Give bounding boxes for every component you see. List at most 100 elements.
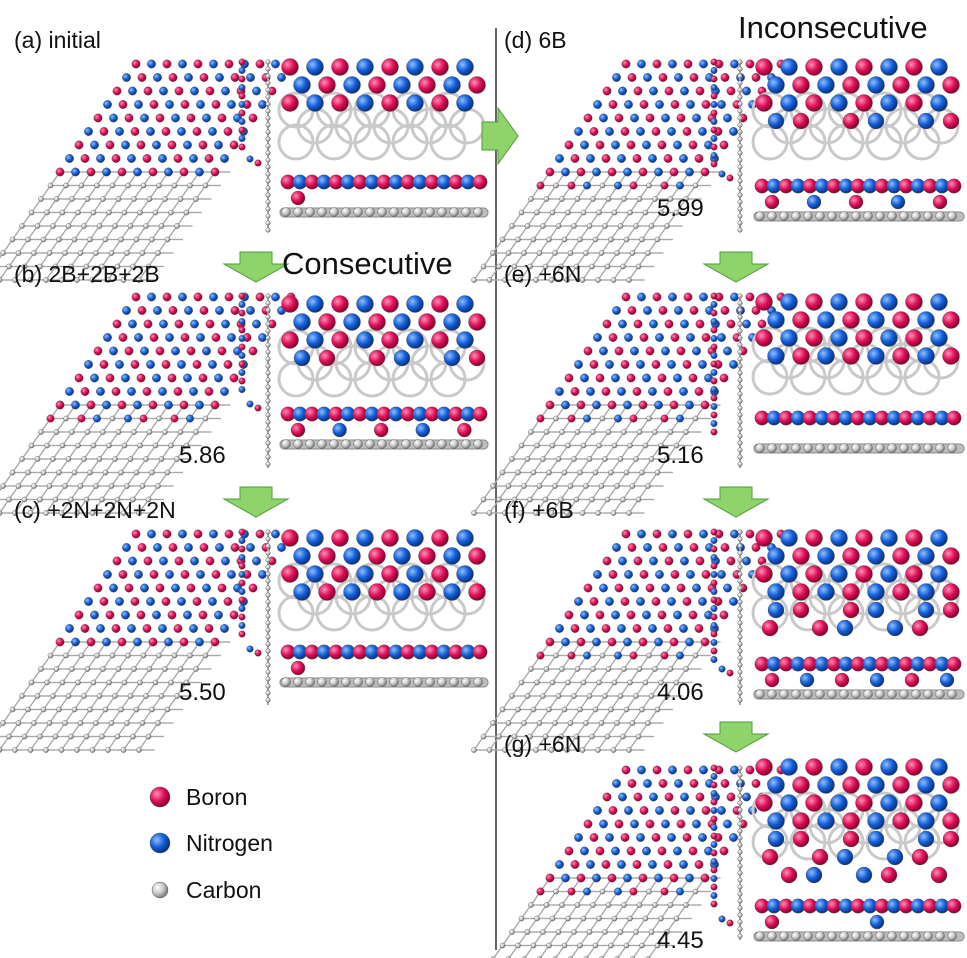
atom	[265, 377, 271, 383]
atom	[536, 651, 545, 660]
atom	[120, 747, 127, 753]
atom	[509, 223, 515, 229]
atom	[580, 679, 587, 686]
atom	[165, 570, 174, 579]
atom	[174, 693, 180, 699]
atom	[100, 429, 106, 435]
atom	[425, 677, 435, 687]
atom	[38, 666, 44, 672]
atom	[905, 94, 923, 112]
atom	[87, 236, 93, 243]
atom	[543, 429, 550, 435]
atom	[815, 211, 825, 221]
atom	[377, 439, 387, 449]
atom	[37, 496, 43, 503]
atom	[592, 706, 599, 713]
atom	[596, 679, 602, 686]
atom	[55, 167, 65, 177]
atom	[214, 610, 223, 620]
atom	[189, 387, 198, 396]
atom	[710, 545, 718, 553]
atom	[527, 263, 533, 270]
atom	[623, 637, 632, 647]
atom	[720, 779, 730, 788]
atom	[62, 720, 68, 726]
atom	[573, 733, 580, 740]
atom	[730, 59, 739, 69]
atom	[265, 73, 271, 79]
atom	[629, 483, 636, 489]
atom	[737, 122, 743, 128]
atom	[202, 583, 211, 593]
atom	[40, 236, 47, 243]
atom	[660, 651, 669, 660]
atom	[737, 627, 743, 633]
atom	[745, 292, 755, 302]
atom	[115, 597, 124, 606]
atom	[205, 86, 215, 96]
atom	[875, 689, 885, 699]
atom	[737, 220, 743, 226]
atom	[623, 236, 630, 243]
atom	[737, 898, 743, 904]
atom	[737, 328, 743, 334]
atom	[564, 747, 570, 753]
atom	[83, 733, 90, 740]
atom	[589, 833, 599, 842]
atom	[131, 666, 137, 672]
atom	[305, 439, 315, 449]
atom	[710, 605, 718, 613]
atom	[509, 693, 515, 699]
atom	[737, 856, 743, 862]
atom	[305, 207, 315, 217]
atom	[626, 846, 636, 856]
atom	[530, 469, 537, 476]
atom	[764, 194, 780, 210]
atom	[643, 73, 652, 82]
atom	[726, 792, 736, 802]
atom	[159, 319, 168, 329]
atom	[892, 583, 910, 601]
atom	[524, 223, 531, 229]
atom	[540, 929, 546, 935]
atom	[127, 387, 136, 396]
atom	[21, 496, 28, 503]
atom	[143, 319, 153, 329]
atom	[128, 319, 137, 329]
carbon-ring	[391, 123, 429, 161]
atom	[737, 849, 743, 855]
atom	[751, 73, 761, 82]
atom	[155, 113, 165, 123]
atom	[636, 833, 645, 842]
atom	[158, 624, 167, 633]
atom	[574, 360, 583, 369]
atom	[265, 94, 271, 100]
panel-e-sheet	[471, 292, 786, 516]
panel-a-label: (a) initial	[14, 27, 101, 53]
atom	[842, 547, 860, 565]
atom	[791, 931, 801, 941]
atom	[137, 209, 143, 216]
atom	[667, 902, 674, 908]
atom	[168, 209, 174, 216]
atom	[255, 529, 265, 539]
atom	[608, 942, 614, 949]
atom	[930, 529, 948, 547]
atom	[737, 529, 743, 535]
atom	[817, 347, 835, 365]
atom	[632, 860, 642, 869]
atom	[74, 140, 84, 150]
atom	[368, 583, 386, 601]
atom	[356, 565, 374, 583]
atom	[639, 100, 649, 109]
atom	[534, 915, 540, 922]
atom	[947, 689, 957, 699]
atom	[947, 211, 957, 221]
atom	[595, 277, 601, 283]
atom	[618, 792, 627, 802]
atom	[830, 293, 848, 311]
atom	[737, 129, 743, 135]
atom	[167, 610, 177, 620]
atom	[586, 693, 593, 699]
atom	[564, 510, 570, 516]
